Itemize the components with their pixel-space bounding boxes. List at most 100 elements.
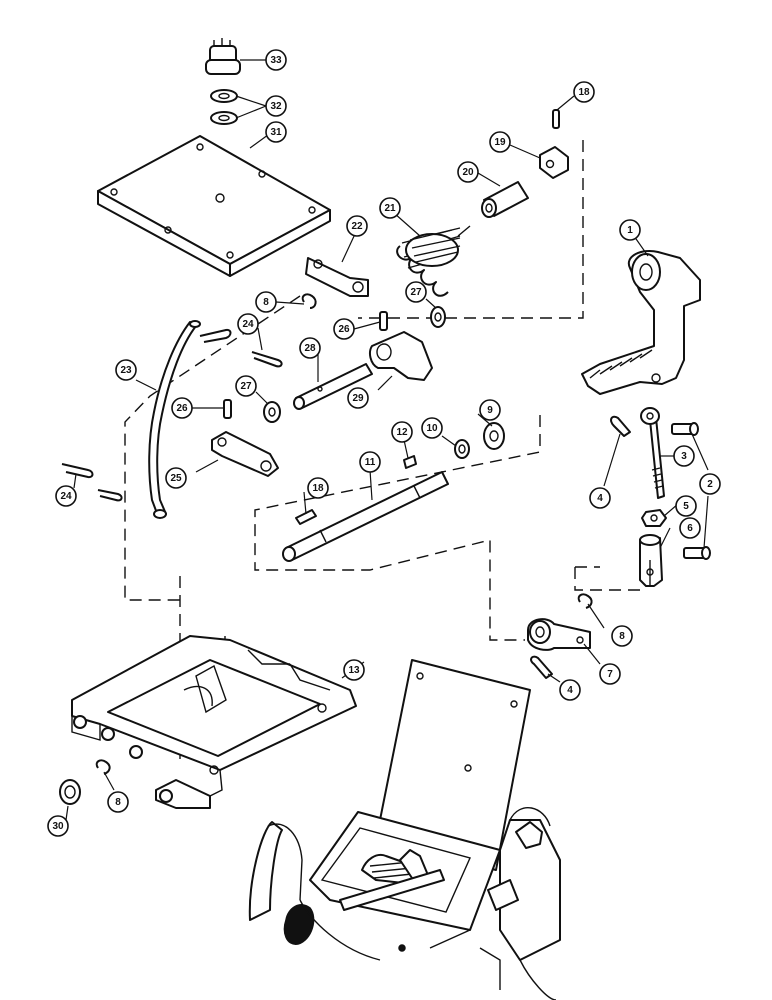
callout-circle [405,281,427,303]
cam-lever [369,331,433,381]
callout-circle [265,121,287,143]
callout-circle [359,451,381,473]
callout-c1: 1 [619,219,641,241]
callout-circle [379,197,401,219]
callout-number: 11 [365,457,376,468]
callout-circle [235,375,257,397]
callout-number: 7 [607,669,613,680]
callout-circle [589,487,611,509]
callout-number: 8 [115,797,121,808]
callout-circle [611,625,633,647]
callout-number: 29 [352,393,364,404]
callout-number: 1 [627,225,633,236]
callout-c28: 28 [299,337,321,359]
washer-27-lower [263,401,281,423]
callout-circle [457,161,479,183]
tractor-pedal-housing [248,659,561,1000]
callout-number: 21 [384,203,396,214]
callout-circle [165,467,187,489]
callout-circle [679,517,701,539]
callout-c29: 29 [347,387,369,409]
callout-c19: 19 [489,131,511,153]
callout-c11: 11 [359,451,381,473]
callout-number: 22 [351,221,363,232]
callout-c31: 31 [265,121,287,143]
callout-c9: 9 [479,399,501,421]
callout-circle [265,49,287,71]
callout-number: 12 [396,427,408,438]
callout-c30: 30 [47,815,69,837]
callout-circle [489,131,511,153]
callout-number: 32 [270,101,282,112]
callout-circle [673,445,695,467]
cover-plate [97,135,331,277]
callout-number: 13 [348,665,360,676]
callout-number: 8 [619,631,625,642]
jam-nut [641,509,667,527]
roll-pin-18-lower [295,509,317,525]
brake-housing [71,635,357,809]
hair-pin-clips-upper [199,328,283,368]
lever-arm [527,618,591,651]
cotter-pin-upper [610,415,631,437]
washer-27-top [430,306,446,328]
callout-circle [479,399,501,421]
callout-circle [343,659,365,681]
callout-circle [171,397,193,419]
bushing-30 [59,779,81,805]
callout-number: 18 [312,483,324,494]
snap-ring-8-lower [95,759,111,775]
coil-spring [396,225,471,297]
callout-circle [599,663,621,685]
cross-shaft [282,471,449,562]
callout-circle [421,417,443,439]
callout-c2: 2 [699,473,721,495]
callout-circle [115,359,137,381]
woodruff-key [403,455,417,469]
sleeve-bushing [481,181,529,218]
callout-number: 24 [242,319,254,330]
callout-number: 18 [578,87,590,98]
callout-c22: 22 [346,215,368,237]
roll-pin-top [552,109,560,129]
callout-c13: 13 [343,659,365,681]
leader-lines [65,59,709,821]
callout-c12: 12 [391,421,413,443]
cotter-pin-lower [530,655,553,679]
callout-c18a: 18 [573,81,595,103]
callout-c23: 23 [115,359,137,381]
callout-c4b: 4 [559,679,581,701]
callout-circle [391,421,413,443]
callout-number: 24 [60,491,72,502]
callout-c26b: 26 [171,397,193,419]
callout-number: 8 [263,297,269,308]
callout-c25: 25 [165,467,187,489]
callout-number: 23 [120,365,132,376]
callout-circle [47,815,69,837]
callout-circle [559,679,581,701]
callout-number: 31 [270,127,282,138]
callout-c26a: 26 [333,318,355,340]
callout-number: 20 [462,167,474,178]
callout-number: 4 [567,685,573,696]
callout-number: 27 [410,287,422,298]
callout-number: 26 [338,324,350,335]
adjusting-rod [640,407,665,499]
callout-circle [675,495,697,517]
roll-pin-upper [379,311,388,331]
callout-number: 28 [304,343,316,354]
callout-number: 6 [687,523,693,534]
callout-c21: 21 [379,197,401,219]
callout-c33: 33 [265,49,287,71]
callout-number: 9 [487,405,493,416]
callout-c5: 5 [675,495,697,517]
connecting-rod [148,320,201,519]
callout-circle [619,219,641,241]
upper-link [305,257,369,297]
callout-c18b: 18 [307,477,329,499]
callout-circle [299,337,321,359]
callout-number: 25 [170,473,182,484]
callout-c24a: 24 [237,313,259,335]
